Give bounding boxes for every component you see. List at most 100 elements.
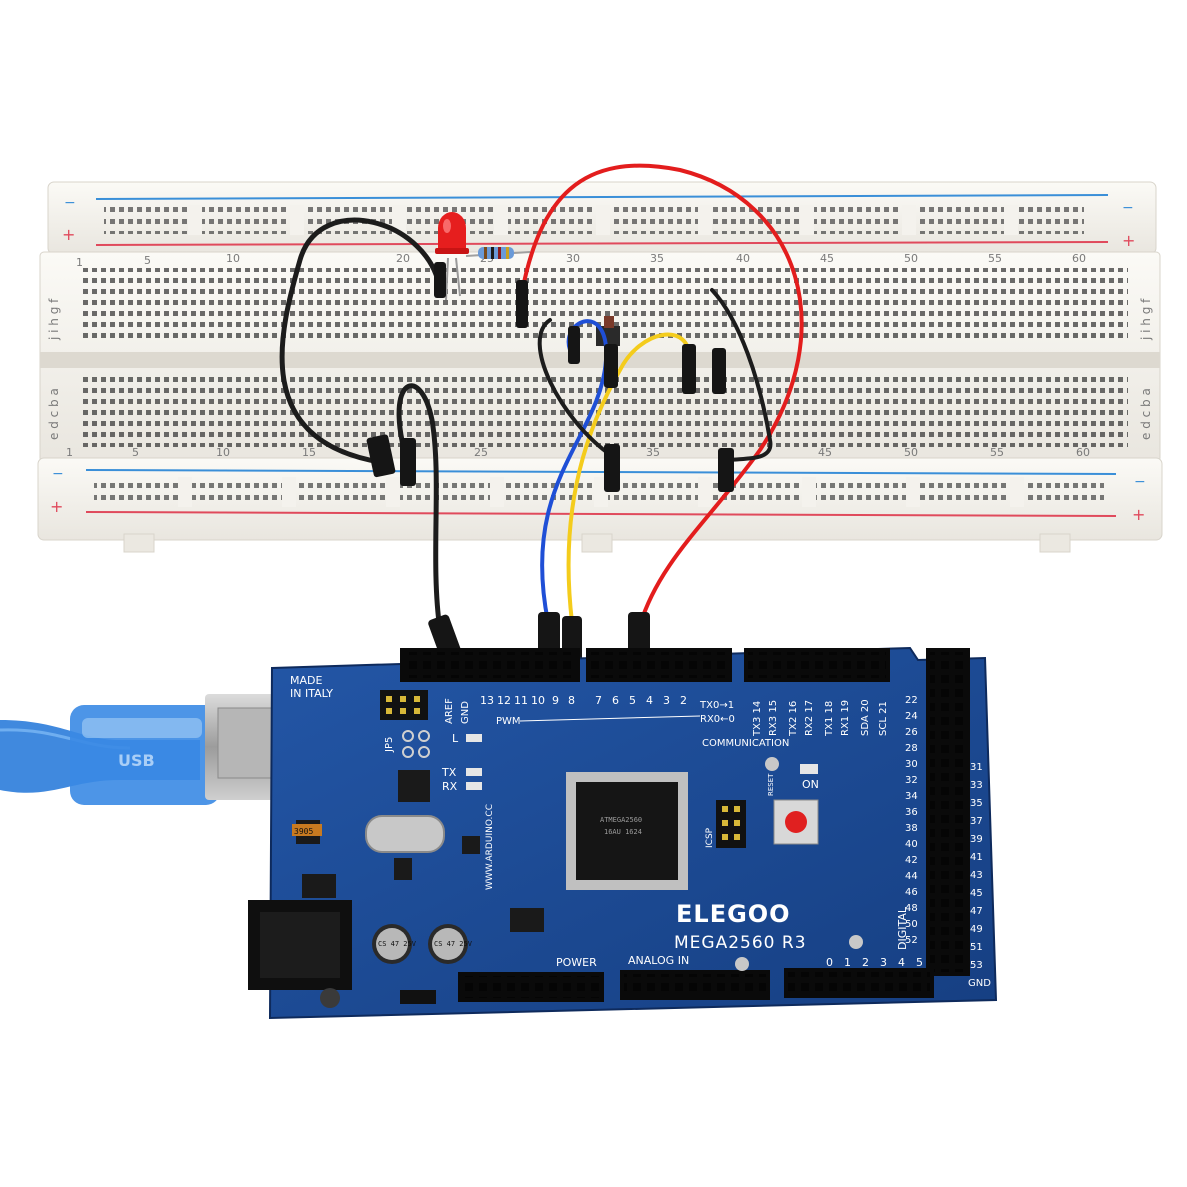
jp5-header [380,690,428,720]
red-led [435,212,469,301]
pin-label: 26 [905,727,918,738]
wire-black-1 [279,217,443,465]
breadboard: − + − + 1 5 10 20 25 30 35 40 45 50 55 6… [37,181,1163,553]
jp5-label: JP5 [384,737,395,753]
pin-label: TX1 18 [824,701,835,737]
pin-label: TX3 14 [752,701,763,737]
ic-3905-label: 3905 [294,827,313,836]
col-num: 15 [302,446,316,459]
pin-label: TX0→1 [699,700,734,711]
capacitor-1: CS 47 25V [372,924,417,964]
ic-3905 [292,824,322,836]
digital-label: DIGITAL [896,906,909,950]
resistor [465,247,531,259]
capacitor-label: CS 47 25V [434,940,473,948]
col-num: 25 [474,446,488,459]
col-num: 55 [990,446,1004,459]
digital-left-labels: 22 24 26 28 30 32 34 36 38 40 42 44 46 4… [905,695,918,946]
row-letters-left-bottom: e d c b a [47,388,61,440]
rx-led-label: RX [442,780,458,793]
rail-minus-bottom-left: − [52,466,64,482]
col-num: 5 [144,254,151,267]
capacitor-label: CS 47 25V [378,940,417,948]
pin-label: 28 [905,743,918,754]
digital-right-labels: 31 33 35 37 39 41 43 45 47 49 51 53 [970,762,983,971]
pin-label: 53 [970,960,983,971]
wire-black-4 [710,288,773,462]
pin-label: 4 [898,956,905,969]
reset-label: RESET [767,773,775,796]
pin-label: 51 [970,942,983,953]
pin-label: 10 [531,694,545,707]
pin-label: 46 [905,887,918,898]
pin-label: 12 [497,694,511,707]
row-letters-right-top: j i h g f [1139,298,1153,341]
gnd-label: GND [460,701,471,724]
icsp-label: ICSP [705,827,715,848]
usb-logo: USB [118,751,155,770]
wire-plugs [366,262,734,662]
col-num: 30 [566,252,580,265]
pin-label: 22 [905,695,918,706]
pin-label: 34 [905,791,918,802]
breadboard-bottom-numbers: 1 5 10 15 25 35 45 50 55 60 [66,446,1090,459]
pin-label: 5 [916,956,923,969]
col-num: 40 [736,252,750,265]
pin-label: SCL 21 [878,701,889,736]
wire-black-2 [396,383,443,633]
pin-label: SDA 20 [860,699,871,736]
pin-label: 52 [905,935,918,946]
power-label: POWER [556,956,597,969]
pin-label: 35 [970,798,983,809]
pin-label: 9 [552,694,559,707]
pin-label: 5 [629,694,636,707]
pin-label: 38 [905,823,918,834]
col-num: 1 [66,446,73,459]
model-label: MEGA2560 R3 [674,933,807,953]
col-num: 60 [1072,252,1086,265]
rail-plus-bottom-left: + [50,497,63,516]
pin-label: 50 [905,919,918,930]
col-num: 1 [76,256,83,269]
reset-button[interactable] [773,799,819,845]
on-led-label: ON [802,778,819,791]
pin-label: 8 [568,694,575,707]
aref-label: AREF [444,698,455,724]
pin-label: 3 [880,956,887,969]
website-label: WWW.ARDUINO.CC [485,804,495,890]
row-letters-right-bottom: e d c b a [1139,388,1153,440]
pin-label: 47 [970,906,983,917]
col-num: 35 [650,252,664,265]
pin-label: 39 [970,834,983,845]
rail-minus-top-right: − [1122,200,1134,216]
pin-label: 32 [905,775,918,786]
col-num: 55 [988,252,1002,265]
pin-label: RX3 15 [768,700,779,736]
pin-label: 33 [970,780,983,791]
rail-minus-top-left: − [64,195,76,211]
col-num: 45 [820,252,834,265]
pin-label: 36 [905,807,918,818]
pin-label: 4 [646,694,653,707]
wire-black-3 [537,318,614,458]
col-num: 10 [226,252,240,265]
pin-label: 43 [970,870,983,881]
pin-label: 45 [970,888,983,899]
col-num: 35 [646,446,660,459]
wire-yellow [566,332,692,624]
capacitor-2: CS 47 25V [428,924,473,964]
tx-led-label: TX [441,766,457,779]
col-num: 20 [396,252,410,265]
wire-blue [540,319,609,624]
col-num: 50 [904,252,918,265]
pin-label: 2 [862,956,869,969]
brand-logo: ELEGOO [676,900,791,928]
wire-red [520,163,804,627]
pin-label: 48 [905,903,918,914]
rail-plus-top-right: + [1122,231,1135,250]
rail-plus-top-left: + [62,225,75,244]
pin-label: 2 [680,694,687,707]
analog-in-label: ANALOG IN [628,954,689,967]
chip-label: ATMEGA2560 [600,816,642,824]
